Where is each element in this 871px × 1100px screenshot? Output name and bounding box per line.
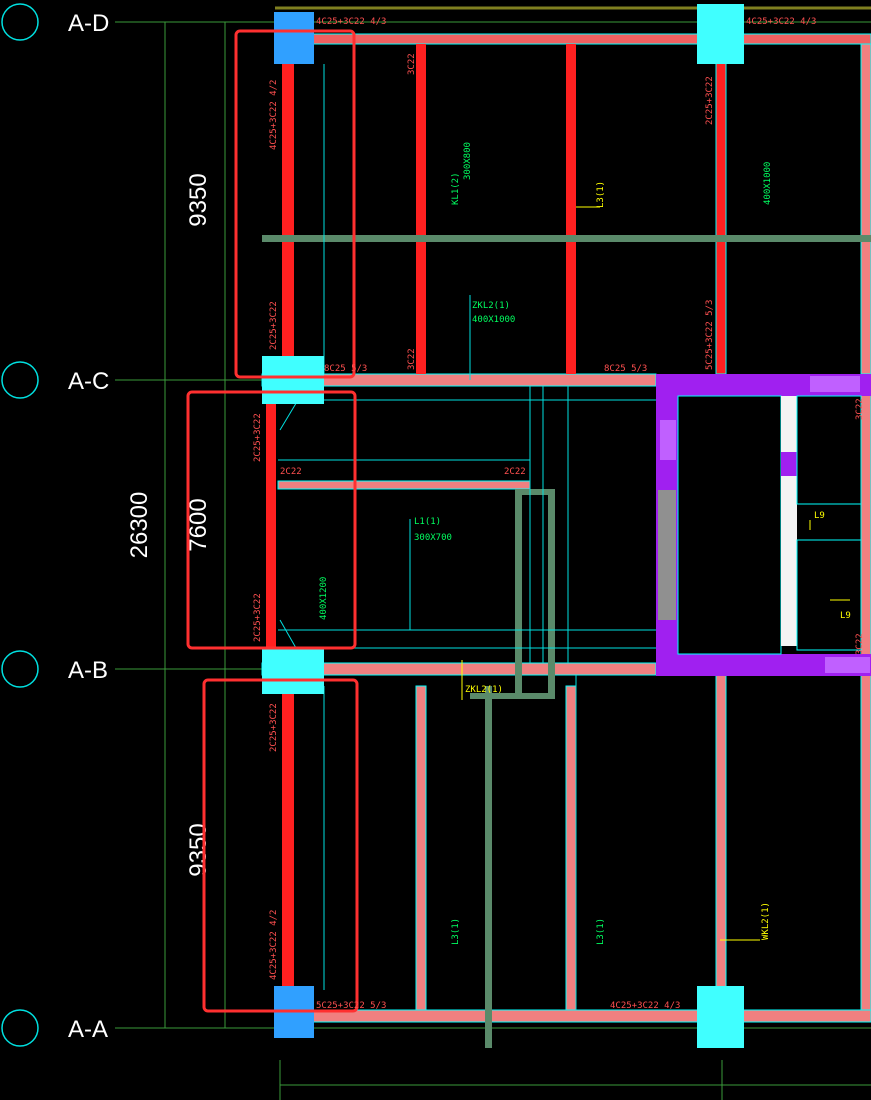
note-3c22-b: 3C22 xyxy=(407,348,417,370)
dimension-total: 26300 xyxy=(126,492,153,559)
column-a-d[interactable] xyxy=(274,12,314,64)
note-section-b: 400X1000 xyxy=(472,315,515,325)
reinforcement-notes: 4C25+3C22 4/3 4C25+3C22 4/3 4C25+3C22 4/… xyxy=(253,17,865,1011)
highlight-box-middle xyxy=(186,390,357,650)
note-mid-upper: 2C25+3C22 xyxy=(253,413,263,462)
note-l9-b: L9 xyxy=(840,611,851,621)
vertical-beams xyxy=(266,43,871,1011)
axis-marker-a-c[interactable]: A-C xyxy=(1,361,109,399)
note-zkl-a: ZKL2(1) xyxy=(472,301,510,311)
column-a-b[interactable] xyxy=(262,648,324,694)
note-2c22-left: 2C22 xyxy=(280,467,302,477)
dimension-top-span: 9350 xyxy=(185,173,212,226)
note-kl1: KL1(2) xyxy=(451,172,461,205)
note-section-c: 300X700 xyxy=(414,533,452,543)
note-left-col-lower: 4C25+3C22 4/2 xyxy=(269,910,279,980)
highlight-box-lower xyxy=(202,678,359,1013)
note-wkl: WKL2(1) xyxy=(761,902,771,940)
axis-label-a-d: A-D xyxy=(68,10,109,37)
note-top-right: 4C25+3C22 4/3 xyxy=(746,17,816,27)
note-3c22-a: 3C22 xyxy=(407,53,417,75)
highlight-boxes xyxy=(186,29,359,1013)
note-col-a-b-bottom: 2C25+3C22 xyxy=(269,703,279,752)
axis-label-a-a: A-A xyxy=(68,1016,108,1043)
note-right-col-mid: 5C25+3C22 5/3 xyxy=(705,300,715,370)
note-2c22-right: 2C22 xyxy=(504,467,526,477)
note-bottom-right: 4C25+3C22 4/3 xyxy=(610,1001,680,1011)
column-right-bottom[interactable] xyxy=(697,986,744,1048)
axis-label-a-c: A-C xyxy=(68,368,109,395)
note-l3-top: L3(1) xyxy=(596,181,606,208)
elevator-core xyxy=(656,374,871,676)
axis-marker-a-b[interactable]: A-B xyxy=(1,650,108,688)
column-right-top[interactable] xyxy=(697,4,744,64)
note-section-b-right: 400X1000 xyxy=(763,162,773,205)
yellow-markers xyxy=(461,206,850,941)
note-section-a: 300X800 xyxy=(463,142,473,180)
note-col-a-c-top: 2C25+3C22 xyxy=(269,301,279,350)
note-top-left: 4C25+3C22 4/3 xyxy=(316,17,386,27)
note-ac-right: 8C25 5/3 xyxy=(604,364,647,374)
note-mid-lower: 2C25+3C22 xyxy=(253,593,263,642)
columns xyxy=(262,4,744,1048)
axis-label-a-b: A-B xyxy=(68,657,108,684)
note-l3-c: L3(1) xyxy=(596,918,606,945)
note-right-col-upper: 2C25+3C22 xyxy=(705,76,715,125)
note-bottom-left: 5C25+3C22 5/3 xyxy=(316,1001,386,1011)
axis-marker-a-a[interactable]: A-A xyxy=(1,1009,108,1047)
note-section-d: 400X1200 xyxy=(319,577,329,620)
dimension-bottom-span: 9350 xyxy=(185,823,212,876)
note-l3-b: L3(1) xyxy=(451,918,461,945)
note-left-col-upper: 4C25+3C22 4/2 xyxy=(269,80,279,150)
note-3c22-c: 3C22 xyxy=(855,398,865,420)
note-zkl-b: ZKL2(1) xyxy=(465,685,503,695)
highlight-box-upper xyxy=(234,29,356,379)
note-ac-left: 8C25 5/3 xyxy=(324,364,367,374)
column-a-c[interactable] xyxy=(262,356,324,404)
cyan-outline-lines xyxy=(278,64,656,1010)
note-l1: L1(1) xyxy=(414,517,441,527)
secondary-beams xyxy=(262,235,871,1048)
axis-marker-a-d[interactable]: A-D xyxy=(1,3,109,41)
note-l9-a: L9 xyxy=(814,511,825,521)
note-3c22-d: 3C22 xyxy=(855,633,865,655)
